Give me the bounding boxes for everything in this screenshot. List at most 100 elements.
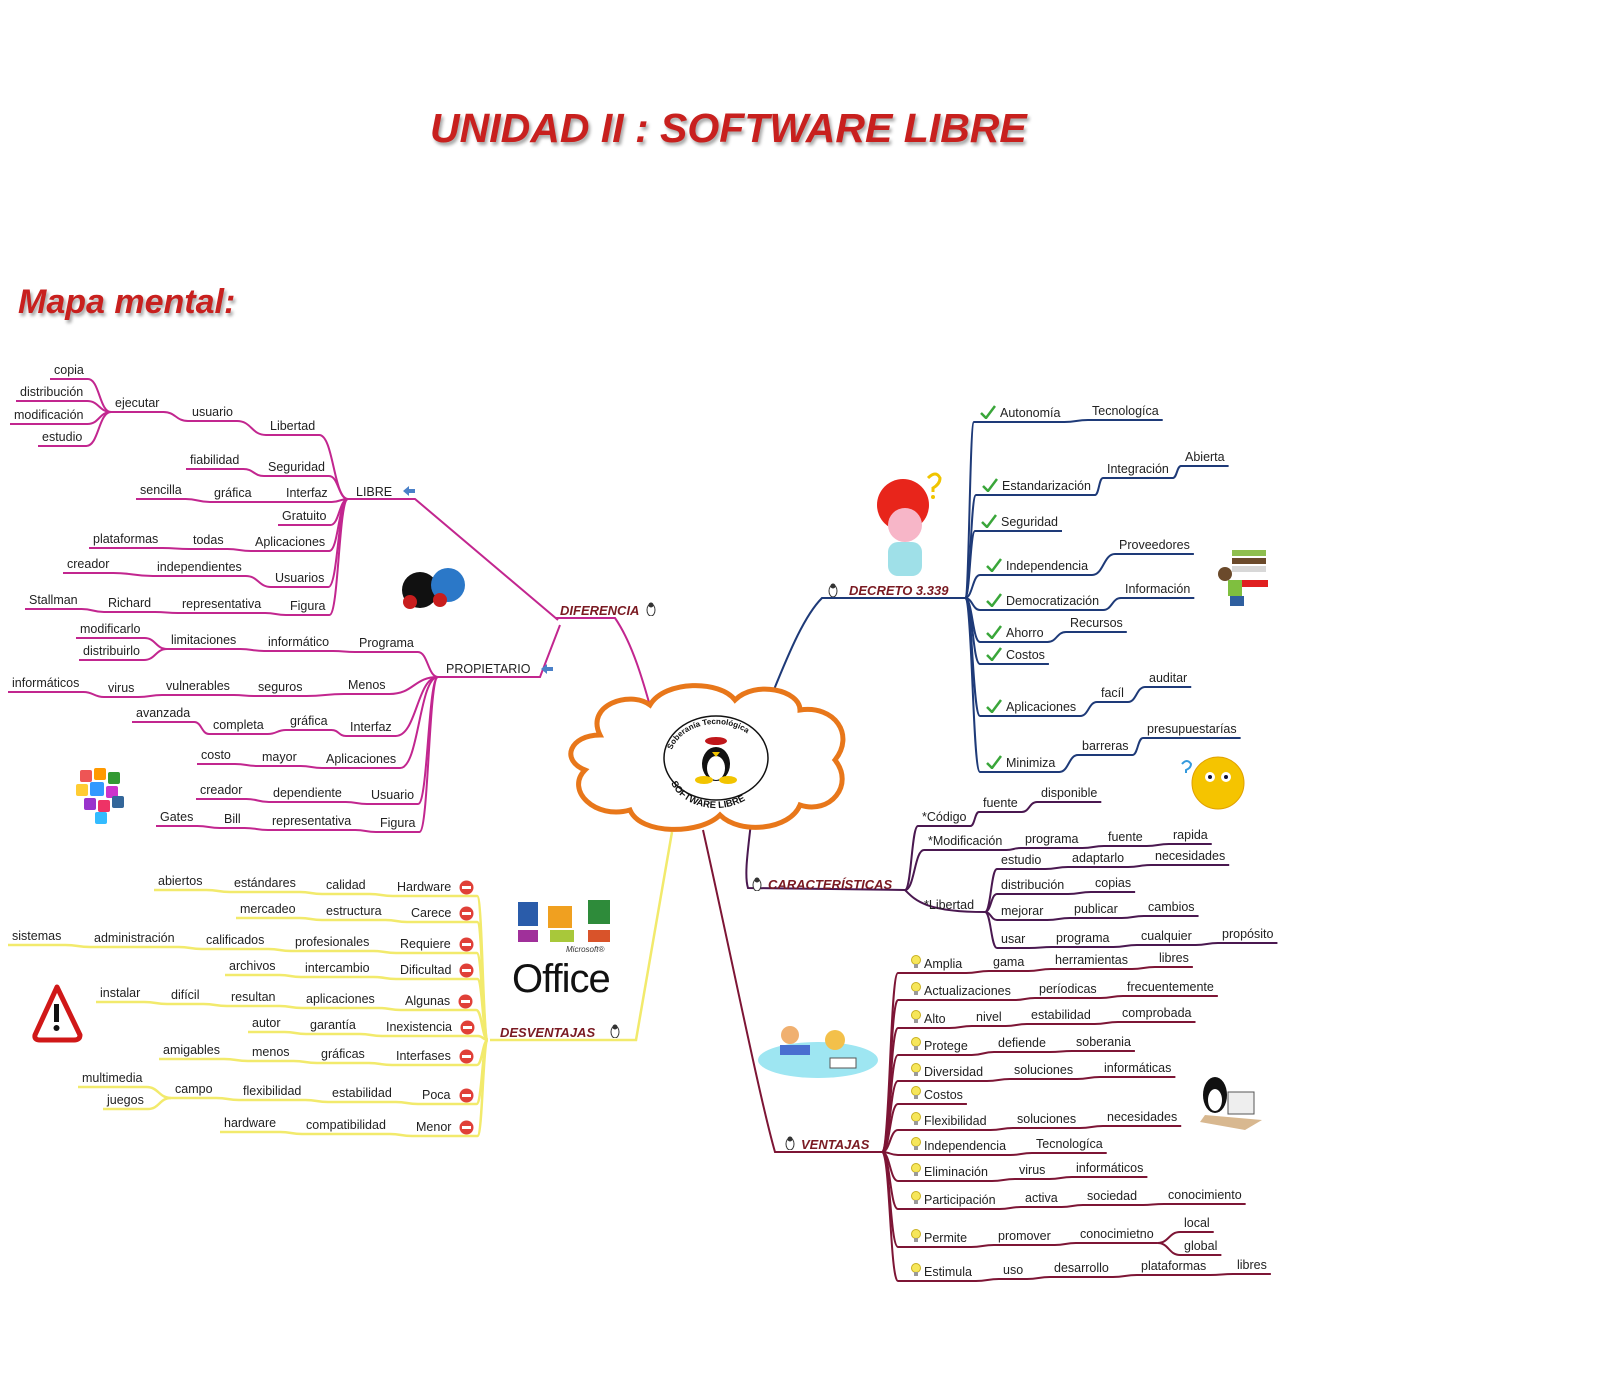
ventajas-node[interactable]: sociedad <box>1087 1189 1138 1203</box>
ventajas-subnode[interactable]: local <box>1184 1216 1210 1230</box>
libertad-node[interactable]: cambios <box>1148 900 1195 914</box>
libertad-node[interactable]: adaptarlo <box>1072 851 1125 865</box>
libre-node[interactable]: Usuarios <box>275 571 325 585</box>
caracteristicas-node[interactable]: *Modificación <box>928 834 1003 848</box>
propietario-node[interactable]: Aplicaciones <box>326 752 397 766</box>
desventajas-node[interactable]: Requiere <box>400 937 451 951</box>
propietario-node[interactable]: mayor <box>262 750 297 764</box>
libre-subnode[interactable]: modificación <box>14 408 84 422</box>
ventajas-node[interactable]: conocimietno <box>1080 1227 1154 1241</box>
node-propietario[interactable]: PROPIETARIO <box>446 662 531 676</box>
decreto-node[interactable]: Recursos <box>1070 616 1123 630</box>
ventajas-node[interactable]: gama <box>993 955 1025 969</box>
propietario-node[interactable]: avanzada <box>136 706 191 720</box>
ventajas-node[interactable]: estabilidad <box>1031 1008 1091 1022</box>
ventajas-node[interactable]: plataformas <box>1141 1259 1207 1273</box>
propietario-node[interactable]: limitaciones <box>171 633 237 647</box>
ventajas-node[interactable]: soluciones <box>1017 1112 1077 1126</box>
desventajas-node[interactable]: Menor <box>416 1120 452 1134</box>
libre-node[interactable]: representativa <box>182 597 262 611</box>
libre-node[interactable]: fiabilidad <box>190 453 240 467</box>
desventajas-node[interactable]: sistemas <box>12 929 62 943</box>
ventajas-node[interactable]: comprobada <box>1122 1006 1192 1020</box>
ventajas-node[interactable]: Participación <box>924 1193 996 1207</box>
ventajas-node[interactable]: libres <box>1237 1258 1267 1272</box>
ventajas-node[interactable]: informáticas <box>1104 1061 1172 1075</box>
libre-node[interactable]: Libertad <box>270 419 316 433</box>
libre-node[interactable]: Seguridad <box>268 460 325 474</box>
propietario-node[interactable]: informáticos <box>12 676 80 690</box>
ventajas-node[interactable]: Flexibilidad <box>924 1114 987 1128</box>
ventajas-node[interactable]: virus <box>1019 1163 1046 1177</box>
propietario-node[interactable]: costo <box>201 748 231 762</box>
ventajas-subnode[interactable]: global <box>1184 1239 1218 1253</box>
ventajas-node[interactable]: activa <box>1025 1191 1058 1205</box>
decreto-node[interactable]: barreras <box>1082 739 1129 753</box>
ventajas-node[interactable]: Alto <box>924 1012 946 1026</box>
desventajas-node[interactable]: Algunas <box>405 994 451 1008</box>
branch-diferencia[interactable]: DIFERENCIA <box>560 603 640 618</box>
desventajas-node[interactable]: Carece <box>411 906 452 920</box>
decreto-node[interactable]: Democratización <box>1006 594 1100 608</box>
ventajas-node[interactable]: promover <box>998 1229 1051 1243</box>
libre-node[interactable]: usuario <box>192 405 233 419</box>
ventajas-node[interactable]: Amplia <box>924 957 963 971</box>
ventajas-node[interactable]: Diversidad <box>924 1065 984 1079</box>
ventajas-node[interactable]: frecuentemente <box>1127 980 1214 994</box>
libre-node[interactable]: Stallman <box>29 593 78 607</box>
libre-subnode[interactable]: copia <box>54 363 84 377</box>
caracteristicas-node[interactable]: rapida <box>1173 828 1208 842</box>
desventajas-node[interactable]: calidad <box>326 878 366 892</box>
caracteristicas-node[interactable]: programa <box>1025 832 1079 846</box>
decreto-node[interactable]: Minimiza <box>1006 756 1056 770</box>
desventajas-node[interactable]: aplicaciones <box>306 992 375 1006</box>
desventajas-node[interactable]: estándares <box>234 876 296 890</box>
libertad-node[interactable]: usar <box>1001 932 1026 946</box>
desventajas-node[interactable]: compatibilidad <box>306 1118 386 1132</box>
desventajas-node[interactable]: intercambio <box>305 961 370 975</box>
libre-node[interactable]: Richard <box>108 596 152 610</box>
decreto-node[interactable]: facíl <box>1101 686 1124 700</box>
libre-node[interactable]: ejecutar <box>115 396 160 410</box>
libertad-node[interactable]: estudio <box>1001 853 1042 867</box>
decreto-node[interactable]: Abierta <box>1185 450 1225 464</box>
ventajas-node[interactable]: soluciones <box>1014 1063 1074 1077</box>
propietario-node[interactable]: Usuario <box>371 788 415 802</box>
libertad-node[interactable]: propósito <box>1222 927 1274 941</box>
node-libre[interactable]: LIBRE <box>356 485 393 499</box>
desventajas-node[interactable]: campo <box>175 1082 213 1096</box>
desventajas-node[interactable]: administración <box>94 931 175 945</box>
propietario-node[interactable]: representativa <box>272 814 352 828</box>
ventajas-node[interactable]: soberania <box>1076 1035 1131 1049</box>
decreto-node[interactable]: Aplicaciones <box>1006 700 1077 714</box>
decreto-node[interactable]: Costos <box>1006 648 1045 662</box>
propietario-node[interactable]: informático <box>268 635 330 649</box>
branch-ventajas[interactable]: VENTAJAS <box>801 1137 870 1152</box>
ventajas-node[interactable]: defiende <box>998 1036 1046 1050</box>
ventajas-node[interactable]: uso <box>1003 1263 1024 1277</box>
desventajas-node[interactable]: difícil <box>171 988 200 1002</box>
desventajas-node[interactable]: profesionales <box>295 935 370 949</box>
desventajas-node[interactable]: Hardware <box>397 880 452 894</box>
desventajas-node[interactable]: menos <box>252 1045 290 1059</box>
ventajas-node[interactable]: informáticos <box>1076 1161 1144 1175</box>
decreto-node[interactable]: Tecnologíca <box>1092 404 1159 418</box>
libre-node[interactable]: todas <box>193 533 224 547</box>
decreto-node[interactable]: presupuestarías <box>1147 722 1237 736</box>
ventajas-node[interactable]: conocimiento <box>1168 1188 1242 1202</box>
desventajas-node[interactable]: abiertos <box>158 874 203 888</box>
decreto-node[interactable]: Independencia <box>1006 559 1089 573</box>
ventajas-node[interactable]: nivel <box>976 1010 1002 1024</box>
ventajas-node[interactable]: Actualizaciones <box>924 984 1011 998</box>
node-libertad[interactable]: *Libertad <box>924 898 975 912</box>
propietario-subnode[interactable]: modificarlo <box>80 622 141 636</box>
propietario-subnode[interactable]: distribuirlo <box>83 644 140 658</box>
ventajas-node[interactable]: períodicas <box>1039 982 1097 996</box>
desventajas-subnode[interactable]: juegos <box>107 1093 144 1107</box>
propietario-node[interactable]: dependiente <box>273 786 342 800</box>
decreto-node[interactable]: Estandarización <box>1002 479 1091 493</box>
libre-node[interactable]: sencilla <box>140 483 182 497</box>
ventajas-node[interactable]: Protege <box>924 1039 968 1053</box>
desventajas-node[interactable]: amigables <box>163 1043 220 1057</box>
ventajas-node[interactable]: Tecnologíca <box>1036 1137 1103 1151</box>
